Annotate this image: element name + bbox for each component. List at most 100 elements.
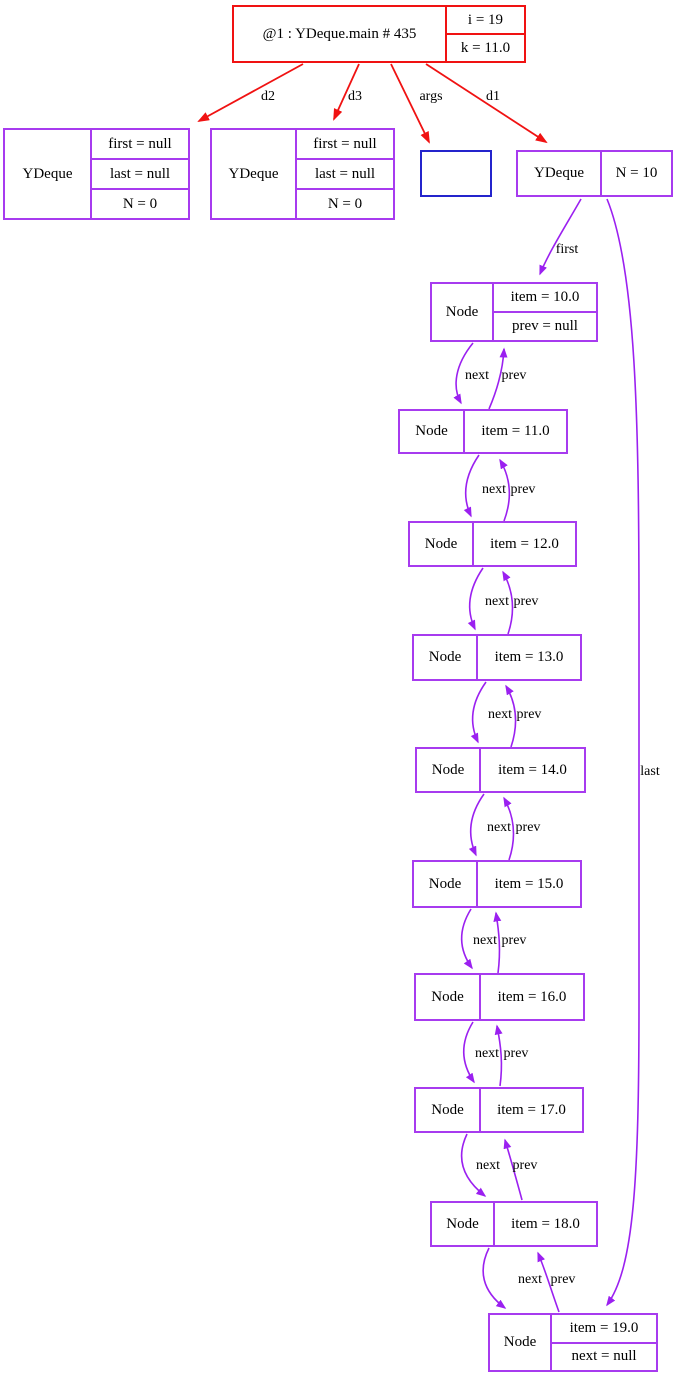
edge-next-11-12 — [463, 454, 480, 518]
field-item: item = 10.0 — [510, 289, 580, 305]
field-item: item = 14.0 — [498, 761, 567, 778]
frame-field-k: k = 11.0 — [447, 33, 524, 61]
node-fields: item = 14.0 — [479, 749, 584, 791]
node-fields: item = 11.0 — [463, 411, 566, 452]
edge-label-prev: prev — [512, 1158, 538, 1173]
field-next: next = null — [552, 1341, 656, 1371]
node-fields: item = 18.0 — [493, 1203, 596, 1245]
node-fields: item = 13.0 — [476, 636, 580, 679]
edge-last — [606, 198, 640, 1307]
edge-label-next: next — [486, 820, 512, 835]
ydeque-box-d2: YDeque first = null last = null N = 0 — [3, 128, 190, 220]
edge-label-prev: prev — [516, 707, 542, 722]
field-item: item = 19.0 — [569, 1319, 639, 1336]
ydeque-fields: first = null last = null N = 0 — [295, 130, 393, 218]
ydeque-type-label: YDeque — [22, 165, 73, 182]
edge-label-d1: d1 — [486, 89, 500, 104]
edge-next-15-16 — [460, 908, 473, 970]
field-item: item = 12.0 — [490, 535, 559, 552]
field-prev: prev = null — [494, 311, 596, 340]
node-box-10: Node item = 10.0 prev = null — [430, 282, 598, 342]
field-item: item = 18.0 — [511, 1215, 580, 1232]
edge-d3 — [333, 63, 360, 121]
node-fields: item = 15.0 — [476, 862, 580, 906]
node-type-label: Node — [415, 423, 448, 439]
edge-label-next: next — [481, 482, 507, 497]
edge-first — [539, 198, 582, 276]
node-type-label: Node — [503, 1334, 537, 1350]
edge-label-args: args — [419, 89, 443, 104]
node-type-label: Node — [424, 535, 458, 552]
ydeque-box-d1: YDeque N = 10 — [516, 150, 673, 197]
edge-label-prev: prev — [501, 933, 527, 948]
node-box-13: Node item = 13.0 — [412, 634, 582, 681]
edge-next-16-17 — [462, 1021, 475, 1084]
edge-label-next: next — [474, 1046, 500, 1061]
ydeque-fields: first = null last = null N = 0 — [90, 130, 188, 218]
edge-prev-19-18 — [537, 1251, 560, 1313]
frame-field-i: i = 19 — [467, 11, 504, 28]
edge-d1 — [425, 63, 548, 144]
node-type-label: Node — [428, 875, 462, 892]
edge-label-next: next — [517, 1272, 543, 1287]
edge-label-prev: prev — [515, 820, 541, 835]
edge-label-first: first — [555, 242, 579, 257]
stack-frame-title: @1 : YDeque.main # 435 — [262, 25, 417, 42]
edge-label-next: next — [472, 933, 498, 948]
field-n: N = 0 — [92, 188, 188, 218]
edge-label-d3: d3 — [348, 89, 362, 104]
edge-next-14-15 — [468, 793, 485, 857]
edge-next-10-11 — [453, 342, 474, 405]
edge-next-13-14 — [470, 681, 487, 744]
stack-frame-box: @1 : YDeque.main # 435 i = 19 k = 11.0 — [232, 5, 526, 63]
field-item: item = 11.0 — [481, 423, 550, 439]
field-item: item = 15.0 — [494, 875, 564, 892]
stack-frame-fields: i = 19 k = 11.0 — [445, 7, 524, 61]
node-fields: item = 17.0 — [479, 1089, 582, 1131]
edge-prev-17-16 — [494, 1024, 503, 1087]
node-fields: item = 16.0 — [479, 975, 583, 1019]
node-fields: item = 12.0 — [472, 523, 575, 565]
edge-next-18-19 — [482, 1247, 507, 1309]
node-type-label: Node — [445, 303, 479, 320]
edge-prev-15-14 — [503, 796, 515, 861]
edge-prev-11-10 — [488, 347, 508, 410]
args-array-box — [420, 150, 492, 197]
edge-label-next: next — [484, 594, 510, 609]
edge-label-prev: prev — [550, 1272, 576, 1287]
node-box-15: Node item = 15.0 — [412, 860, 582, 908]
field-last: last = null — [92, 158, 188, 188]
edge-prev-13-12 — [502, 570, 514, 635]
node-type-label: Node — [431, 988, 464, 1005]
edge-label-next: next — [464, 368, 490, 383]
field-item: item = 13.0 — [494, 649, 564, 665]
node-box-18: Node item = 18.0 — [430, 1201, 598, 1247]
field-last: last = null — [297, 158, 393, 188]
ydeque-type-label: YDeque — [228, 165, 279, 182]
node-box-12: Node item = 12.0 — [408, 521, 577, 567]
edge-label-prev: prev — [501, 368, 527, 383]
field-n: N = 0 — [297, 188, 393, 218]
edge-d2 — [197, 63, 304, 122]
edge-label-prev: prev — [503, 1046, 529, 1061]
node-box-14: Node item = 14.0 — [415, 747, 586, 793]
ydeque-fields: N = 10 — [600, 152, 671, 195]
node-type-label: Node — [431, 1101, 464, 1118]
node-box-17: Node item = 17.0 — [414, 1087, 584, 1133]
edge-label-d2: d2 — [261, 89, 275, 104]
edge-label-next: next — [487, 707, 513, 722]
node-fields: item = 19.0 next = null — [550, 1315, 656, 1370]
edge-prev-12-11 — [499, 458, 511, 522]
edge-args — [390, 63, 430, 144]
field-item: item = 16.0 — [497, 988, 567, 1005]
edge-label-next: next — [475, 1158, 501, 1173]
edge-label-prev: prev — [513, 594, 539, 609]
node-type-label: Node — [428, 649, 462, 665]
edge-prev-18-17 — [503, 1138, 523, 1201]
ydeque-type-label: YDeque — [534, 165, 584, 181]
edge-next-12-13 — [467, 567, 484, 631]
edge-label-last: last — [640, 764, 660, 779]
edge-prev-14-13 — [505, 684, 517, 748]
node-box-11: Node item = 11.0 — [398, 409, 568, 454]
